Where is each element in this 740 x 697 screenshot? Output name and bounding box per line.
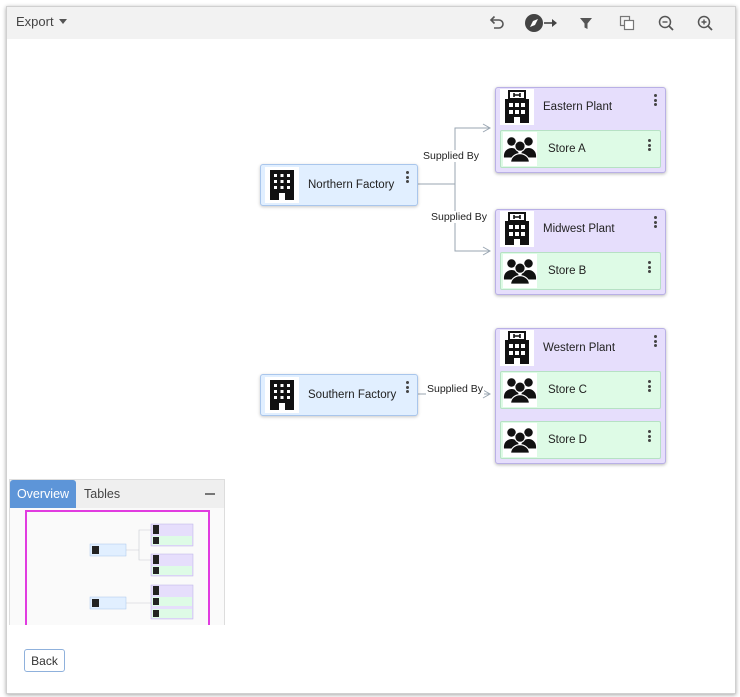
- edge-label: Supplied By: [422, 150, 481, 162]
- edge-label: Supplied By: [426, 383, 485, 395]
- people-icon: [503, 132, 537, 166]
- kebab-menu-icon[interactable]: [648, 139, 651, 153]
- tab-overview[interactable]: Overview: [10, 480, 76, 508]
- caret-down-icon: [58, 19, 67, 24]
- export-menu[interactable]: Export: [16, 14, 67, 29]
- undo-icon[interactable]: [489, 12, 505, 34]
- zoom-out-icon[interactable]: [658, 12, 675, 34]
- store-node[interactable]: Store C: [500, 371, 661, 409]
- kebab-menu-icon[interactable]: [648, 430, 651, 444]
- kebab-menu-icon[interactable]: [654, 335, 657, 349]
- kebab-menu-icon[interactable]: [406, 171, 409, 185]
- filter-icon[interactable]: [579, 12, 593, 34]
- tab-tables[interactable]: Tables: [84, 487, 121, 501]
- store-label: Store A: [548, 143, 586, 155]
- group-header: Eastern Plant: [496, 88, 665, 126]
- kebab-menu-icon[interactable]: [648, 261, 651, 275]
- minimap-graph: [89, 523, 194, 620]
- store-node[interactable]: Store B: [500, 252, 661, 290]
- app-window: Export: [6, 6, 736, 694]
- node-label: Southern Factory: [308, 389, 397, 401]
- node-northern-factory[interactable]: Northern Factory: [260, 164, 418, 206]
- compass-arrow-icon[interactable]: [524, 12, 560, 34]
- people-icon: [503, 373, 537, 407]
- group-label: Midwest Plant: [543, 223, 615, 235]
- graph-canvas[interactable]: Supplied By Supplied By Supplied By Nort…: [7, 39, 735, 693]
- people-icon: [503, 254, 537, 288]
- store-label: Store B: [548, 265, 587, 277]
- kebab-menu-icon[interactable]: [406, 381, 409, 395]
- store-label: Store D: [548, 434, 587, 446]
- hospital-building-icon: [500, 89, 534, 125]
- panel-tabs: Overview Tables: [10, 480, 224, 508]
- store-label: Store C: [548, 384, 587, 396]
- kebab-menu-icon[interactable]: [654, 216, 657, 230]
- kebab-menu-icon[interactable]: [648, 380, 651, 394]
- store-node[interactable]: Store A: [500, 130, 661, 168]
- group-header: Western Plant: [496, 329, 665, 367]
- minimize-icon[interactable]: [205, 493, 215, 495]
- hospital-building-icon: [500, 330, 534, 366]
- footer: Back: [7, 625, 735, 693]
- clone-icon[interactable]: [619, 12, 635, 34]
- kebab-menu-icon[interactable]: [654, 94, 657, 108]
- node-southern-factory[interactable]: Southern Factory: [260, 374, 418, 416]
- group-midwest-plant[interactable]: Midwest Plant Store B: [495, 209, 666, 295]
- group-western-plant[interactable]: Western Plant Store C Store D: [495, 328, 666, 464]
- toolbar: Export: [7, 7, 735, 39]
- group-eastern-plant[interactable]: Eastern Plant Store A: [495, 87, 666, 173]
- group-label: Western Plant: [543, 342, 616, 354]
- export-label: Export: [16, 14, 54, 29]
- edge-label: Supplied By: [430, 211, 489, 223]
- group-label: Eastern Plant: [543, 101, 613, 113]
- back-button[interactable]: Back: [24, 649, 65, 672]
- store-node[interactable]: Store D: [500, 421, 661, 459]
- people-icon: [503, 423, 537, 457]
- building-icon: [265, 377, 299, 413]
- group-header: Midwest Plant: [496, 210, 665, 248]
- building-icon: [265, 167, 299, 203]
- hospital-building-icon: [500, 211, 534, 247]
- zoom-in-icon[interactable]: [697, 12, 714, 34]
- node-label: Northern Factory: [308, 179, 395, 191]
